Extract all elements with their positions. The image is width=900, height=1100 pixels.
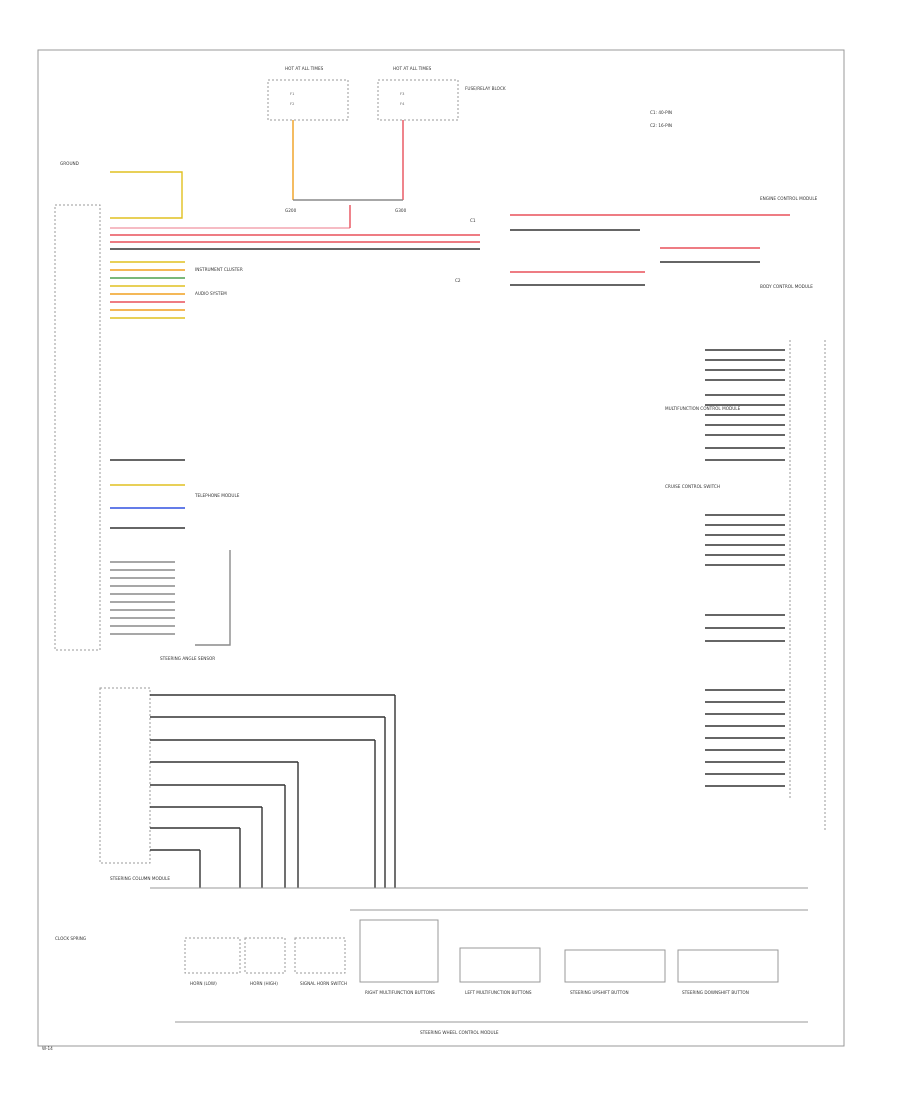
signal-horn-switch-box: [294, 937, 346, 974]
ground-right-label: G300: [395, 208, 407, 213]
fuse-pin-left-2: F2: [290, 102, 294, 106]
right-connector-stack: [705, 349, 785, 787]
phone-module-label: TELEPHONE MODULE: [194, 493, 240, 498]
fuse-block-note: FUSE/RELAY BLOCK: [465, 86, 506, 91]
fuse-box-left-outline: [267, 79, 349, 121]
ecm-connector-b: C2: [455, 278, 461, 283]
legend-line-1: C1: 40-PIN: [650, 110, 672, 115]
horn-left-label: HORN (LOW): [190, 981, 217, 986]
legend: C1: 40-PIN C2: 16-PIN: [650, 110, 672, 128]
ecm-label: ENGINE CONTROL MODULE: [760, 196, 818, 201]
instrument-cluster-label: INSTRUMENT CLUSTER: [195, 267, 243, 272]
fuse-block-left: HOT AT ALL TIMES F1 F2: [267, 66, 349, 121]
hot-label-right: HOT AT ALL TIMES: [393, 66, 432, 71]
downshift-box: [677, 949, 779, 983]
right-multifunction-box: [359, 919, 439, 983]
body-control-label: BODY CONTROL MODULE: [760, 284, 813, 289]
fuse-pin-right-2: F4: [400, 102, 405, 106]
gray-harness: [110, 561, 175, 635]
hot-label-left: HOT AT ALL TIMES: [285, 66, 324, 71]
signal-horn-switch-label: SIGNAL HORN SWITCH: [300, 981, 347, 986]
fuse-pin-left-1: F1: [290, 92, 294, 96]
switch-stack-frame: [99, 687, 151, 864]
passenger-ground-label: GROUND: [60, 161, 79, 166]
right-mf-buttons-label: RIGHT MULTIFUNCTION BUTTONS: [365, 990, 435, 995]
left-mf-buttons-label: LEFT MULTIFUNCTION BUTTONS: [465, 990, 532, 995]
ecm-connector-a: C1: [470, 218, 476, 223]
legend-line-2: C2: 16-PIN: [650, 123, 672, 128]
ground-left-label: G200: [285, 208, 297, 213]
fuse-box-right-outline: [377, 79, 459, 121]
left-connector-frame: [54, 204, 101, 651]
swcm-label: STEERING WHEEL CONTROL MODULE: [420, 1030, 499, 1035]
steering-column-module-label: STEERING COLUMN MODULE: [110, 876, 170, 881]
footer-code: W-14: [42, 1046, 53, 1051]
upshift-label: STEERING UPSHIFT BUTTON: [570, 990, 629, 995]
fuse-block-right: HOT AT ALL TIMES F3 F4 FUSE/RELAY BLOCK: [377, 66, 506, 121]
page-frame: [37, 49, 845, 1047]
upshift-box: [564, 949, 666, 983]
wire-ground-feed: [110, 171, 183, 219]
cruise-switch-label: CRUISE CONTROL SWITCH: [665, 484, 720, 489]
horn-left-box: [184, 937, 241, 974]
switch-rows: [150, 694, 396, 888]
fuse-pin-right-1: F3: [400, 92, 404, 96]
horn-right-label: HORN (HIGH): [250, 981, 278, 986]
wire-harness-return: [195, 550, 231, 646]
multifunction-module-label: MULTIFUNCTION CONTROL MODULE: [665, 406, 741, 411]
downshift-label: STEERING DOWNSHIFT BUTTON: [682, 990, 749, 995]
left-multifunction-box: [459, 947, 541, 983]
horn-right-box: [244, 937, 286, 974]
clock-spring-label: CLOCK SPRING: [55, 936, 86, 941]
audio-system-label: AUDIO SYSTEM: [195, 291, 227, 296]
steering-angle-sensor-label: STEERING ANGLE SENSOR: [160, 656, 215, 661]
